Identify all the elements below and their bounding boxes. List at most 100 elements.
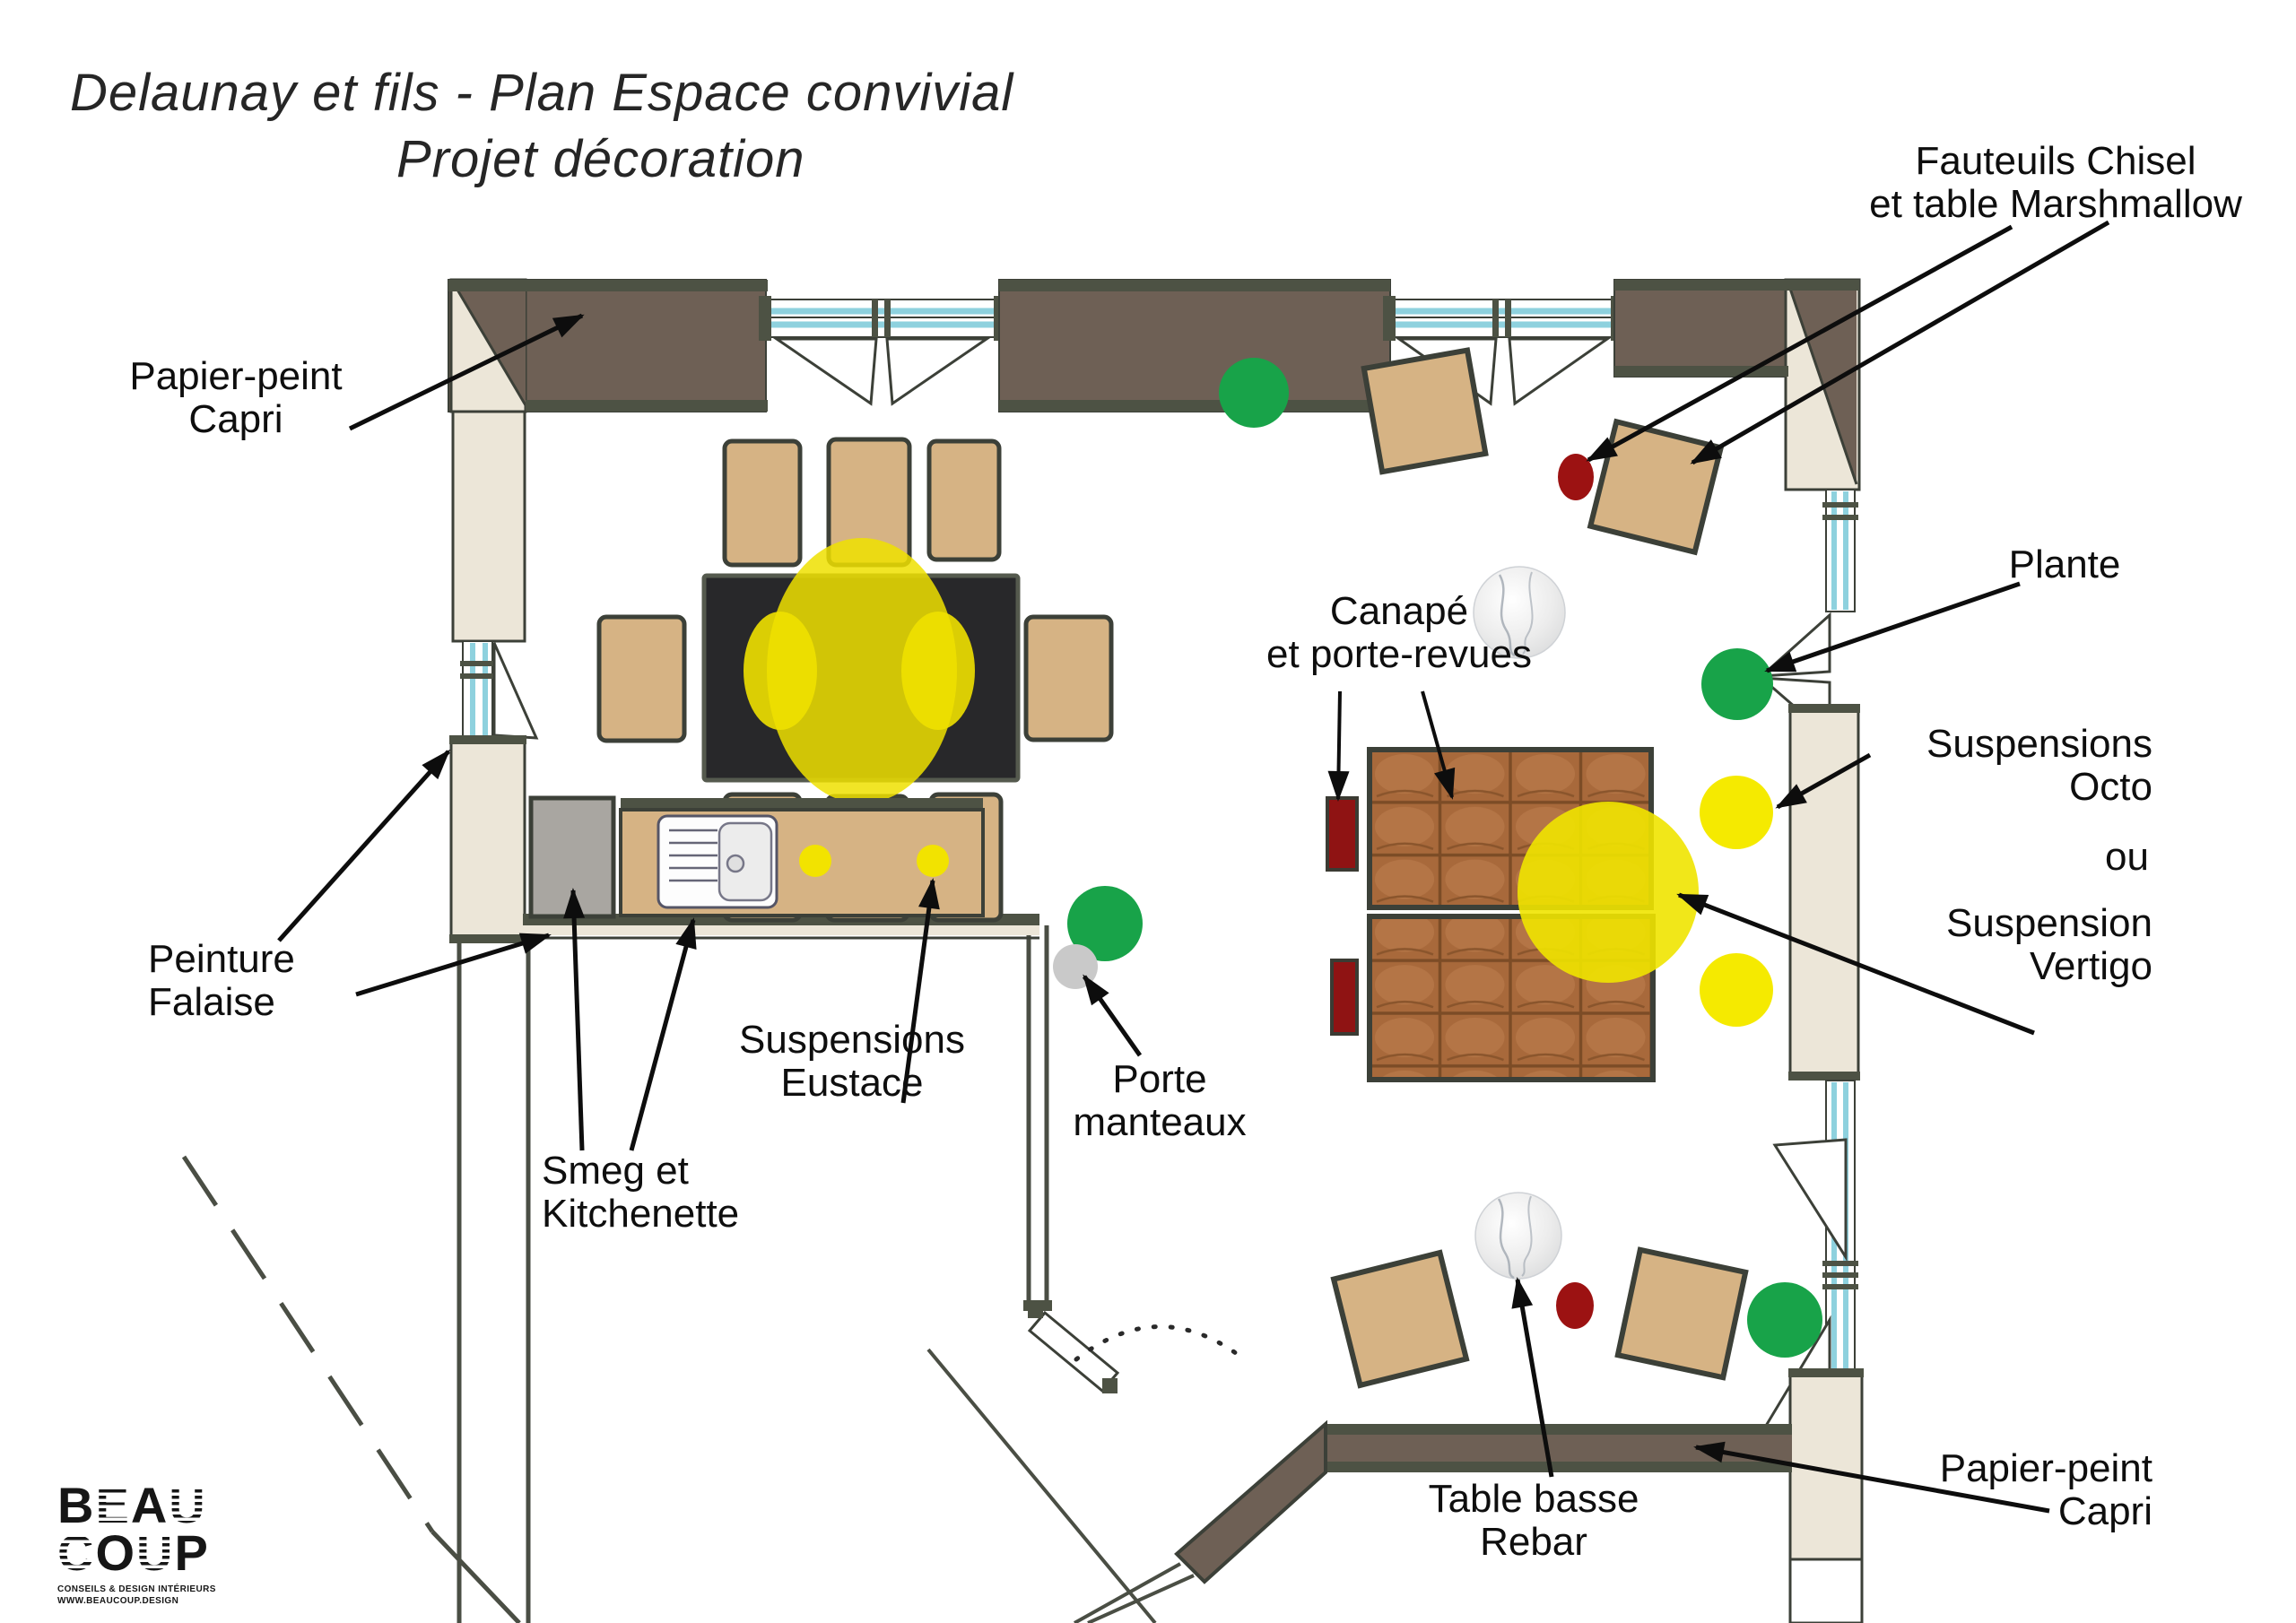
right-column-bottom-open (1788, 1558, 1864, 1623)
accent-dot-red-top (1558, 454, 1594, 500)
annotation-arrow-smeg (563, 888, 586, 1151)
dining-chair-top-3 (926, 438, 1002, 562)
accent-dot-red-bottom (1556, 1282, 1594, 1329)
sink-faucet (726, 854, 745, 873)
kitchen-wall-band-cream (523, 925, 1039, 935)
right-column-mid-cap-top (1788, 704, 1860, 713)
left-window-bg (462, 640, 493, 739)
wall-top-mid (998, 279, 1391, 412)
section-diagonal-dashed (181, 1155, 435, 1533)
fauteuil-chisel-top-1 (1361, 347, 1489, 475)
logo-letter: O (95, 1524, 137, 1582)
annotation-arrow-fauteuils-chisel-2 (1690, 220, 2110, 465)
plant-right (1701, 648, 1773, 720)
right-column-bottom-cap (1788, 1368, 1864, 1377)
suspension-vertigo-light (1518, 802, 1699, 983)
sliding-door-line-2 (1087, 1574, 1195, 1623)
left-door-swing (492, 642, 539, 740)
right-column-mid-cap-bottom (1788, 1072, 1860, 1081)
left-column-lower (449, 738, 526, 942)
wall-top-mid-strip-top (999, 280, 1390, 291)
annotation-label-plante: Plante (2008, 542, 2121, 586)
wall-bottom-angled (1174, 1419, 1327, 1584)
wall-bottom-body (1326, 1435, 1792, 1462)
annotation-arrow-plante (1764, 581, 2021, 673)
door-leaf-r2 (1772, 1138, 1848, 1263)
annotation-arrow-kitchenette (629, 917, 697, 1151)
plant-kitchen (1067, 886, 1143, 961)
logo-letter: P (174, 1524, 210, 1582)
marble-vein-bottom-2 (1521, 1195, 1533, 1277)
window-r2-tick-2 (1822, 1272, 1858, 1278)
sink-basin (718, 821, 773, 902)
suspension-octo-1 (1700, 776, 1773, 849)
annotation-label-ou: ou (2105, 835, 2149, 879)
marble-vein-top-1 (1498, 574, 1516, 657)
window-r1-bg (1825, 489, 1856, 612)
wall-bottom-strip-bottom (1326, 1462, 1792, 1472)
table-marshmallow-top (1473, 566, 1566, 659)
annotation-arrow-canape-1 (1327, 690, 1350, 802)
page-subtitle: Projet décoration (396, 130, 805, 188)
marble-vein-bottom-1 (1497, 1198, 1515, 1280)
right-column-mid (1788, 707, 1860, 1078)
entry-door-hinge-1 (1028, 1303, 1043, 1318)
beaucoup-logo: BEAU COUP CONSEILS & DESIGN INTÉRIEURS W… (57, 1480, 216, 1607)
window-a-swing-left (772, 337, 878, 406)
plant-top (1219, 358, 1289, 428)
window-a-mullion-1 (872, 299, 878, 337)
suspension-eustace-2 (917, 845, 949, 877)
table-marshmallow-bottom (1474, 1192, 1562, 1280)
wall-top-left-strip-bottom (526, 400, 768, 412)
annotation-arrow-suspensions-octo (1775, 752, 1872, 810)
kitchenette-counter-strip (621, 798, 983, 810)
fauteuil-chisel-bottom-1 (1330, 1249, 1470, 1389)
logo-letter: B (57, 1477, 96, 1533)
logo-letter: C (57, 1524, 96, 1582)
annotation-arrow-peinture-falaise-2 (355, 933, 552, 997)
window-b-jamb-left (1383, 296, 1396, 341)
arrows-layer (277, 220, 2110, 1514)
logo-word-beau: BEAU (57, 1480, 216, 1531)
porte-revues-2 (1330, 959, 1359, 1036)
window-b-swing-right (1508, 337, 1612, 406)
wall-top-left-strip-top (448, 280, 768, 291)
annotation-arrow-papier-peint-capri-bottom (1693, 1441, 2050, 1514)
logo-letter: U (136, 1524, 175, 1582)
window-a-jamb-left (759, 296, 771, 341)
window-a-swing-right (885, 337, 991, 406)
plant-bottom (1747, 1282, 1822, 1358)
annotation-arrow-porte-manteaux (1082, 974, 1143, 1057)
entry-door-hinge-2 (1102, 1378, 1118, 1393)
annotation-arrow-suspensions-eustace (900, 878, 940, 1104)
logo-letter: A (130, 1477, 170, 1533)
wall-bottom-strip-top (1326, 1424, 1792, 1435)
dining-chair-top-1 (722, 438, 803, 568)
wall-corner-tl-diag (453, 284, 527, 406)
wall-top-mid-strip-bottom (999, 400, 1390, 412)
suspension-light-dining-center (767, 538, 957, 803)
annotation-arrow-table-basse-rebar (1511, 1277, 1554, 1478)
left-window-tick-2 (460, 673, 495, 679)
entry-door-arc (1074, 1324, 1242, 1362)
section-diagonal-right (926, 1348, 1157, 1623)
wall-top-right-strip-top (1614, 280, 1859, 291)
suspension-octo-2 (1700, 953, 1773, 1027)
logo-website: WWW.BEAUCOUP.DESIGN (57, 1595, 179, 1606)
window-r1-tick-2 (1822, 515, 1858, 520)
window-r2-tick-3 (1822, 1284, 1858, 1289)
annotation-arrow-papier-peint-capri-top (348, 313, 585, 431)
window-r2-tick-1 (1822, 1261, 1858, 1266)
sliding-door-line-1 (1074, 1562, 1181, 1623)
